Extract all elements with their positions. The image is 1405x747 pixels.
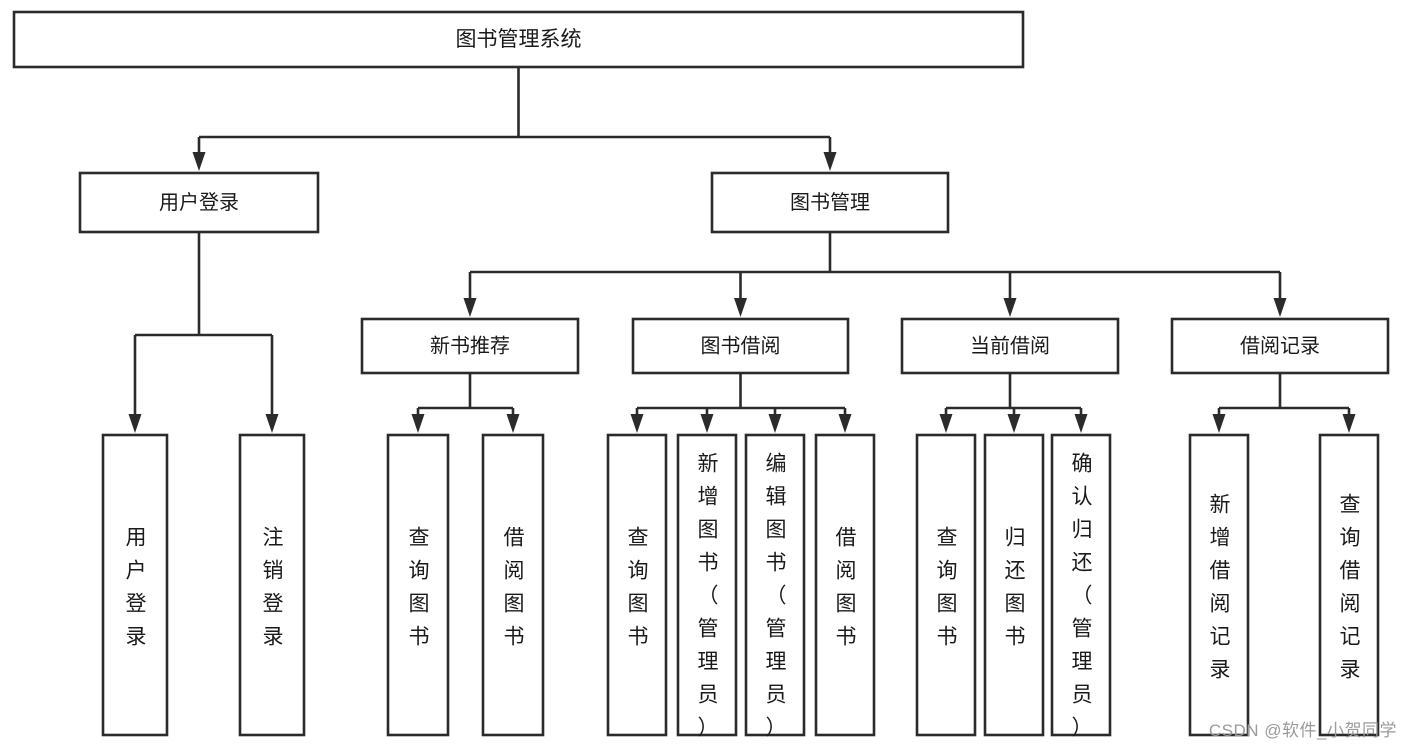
node-label-level3-3: 当前借阅: [970, 334, 1050, 357]
node-leaf-6[interactable]: 新增图书（管理员）: [676, 433, 738, 740]
node-label-level2-2: 图书管理: [790, 191, 870, 214]
node-level2-2[interactable]: 图书管理: [710, 171, 950, 234]
node-level3-1[interactable]: 新书推荐: [360, 317, 580, 375]
node-layer: 图书管理系统用户登录图书管理新书推荐图书借阅当前借阅借阅记录用户登录注销登录查询…: [12, 10, 1390, 740]
node-label-leaf-7: 编辑图书（管理员）: [766, 453, 787, 740]
node-label-leaf-4: 借阅图书: [504, 527, 525, 649]
node-label-root: 图书管理系统: [456, 28, 582, 51]
node-label-leaf-12: 新增借阅记录: [1210, 494, 1231, 682]
node-label-leaf-9: 查询图书: [937, 527, 958, 649]
node-leaf-10[interactable]: 归还图书: [983, 433, 1045, 737]
node-label-level3-4: 借阅记录: [1240, 334, 1320, 357]
node-label-leaf-10: 归还图书: [1005, 527, 1026, 649]
node-label-leaf-8: 借阅图书: [836, 527, 857, 649]
node-label-level2-1: 用户登录: [159, 191, 239, 214]
node-leaf-13[interactable]: 查询借阅记录: [1318, 433, 1380, 737]
node-leaf-7[interactable]: 编辑图书（管理员）: [744, 433, 806, 740]
node-label-level3-1: 新书推荐: [430, 334, 510, 357]
node-leaf-8[interactable]: 借阅图书: [814, 433, 876, 737]
node-level2-1[interactable]: 用户登录: [78, 171, 320, 234]
node-label-leaf-1: 用户登录: [126, 527, 147, 649]
connector-layer: [128, 67, 1356, 433]
node-level3-3[interactable]: 当前借阅: [900, 317, 1120, 375]
node-leaf-1[interactable]: 用户登录: [101, 433, 169, 737]
node-leaf-4[interactable]: 借阅图书: [481, 433, 545, 737]
node-leaf-9[interactable]: 查询图书: [915, 433, 977, 737]
node-level3-4[interactable]: 借阅记录: [1170, 317, 1390, 375]
node-leaf-5[interactable]: 查询图书: [606, 433, 668, 737]
node-label-leaf-13: 查询借阅记录: [1340, 494, 1361, 682]
node-leaf-12[interactable]: 新增借阅记录: [1188, 433, 1250, 737]
node-leaf-3[interactable]: 查询图书: [386, 433, 450, 737]
node-label-leaf-11: 确认归还（管理员）: [1072, 453, 1093, 740]
node-label-leaf-3: 查询图书: [409, 527, 430, 649]
node-root-图书管理系统[interactable]: 图书管理系统: [12, 10, 1025, 69]
node-label-leaf-2: 注销登录: [263, 527, 284, 649]
node-leaf-11[interactable]: 确认归还（管理员）: [1050, 433, 1112, 740]
node-label-leaf-5: 查询图书: [628, 527, 649, 649]
node-level3-2[interactable]: 图书借阅: [631, 317, 850, 375]
node-label-level3-2: 图书借阅: [701, 334, 781, 357]
node-leaf-2[interactable]: 注销登录: [238, 433, 306, 737]
node-label-leaf-6: 新增图书（管理员）: [698, 453, 719, 740]
